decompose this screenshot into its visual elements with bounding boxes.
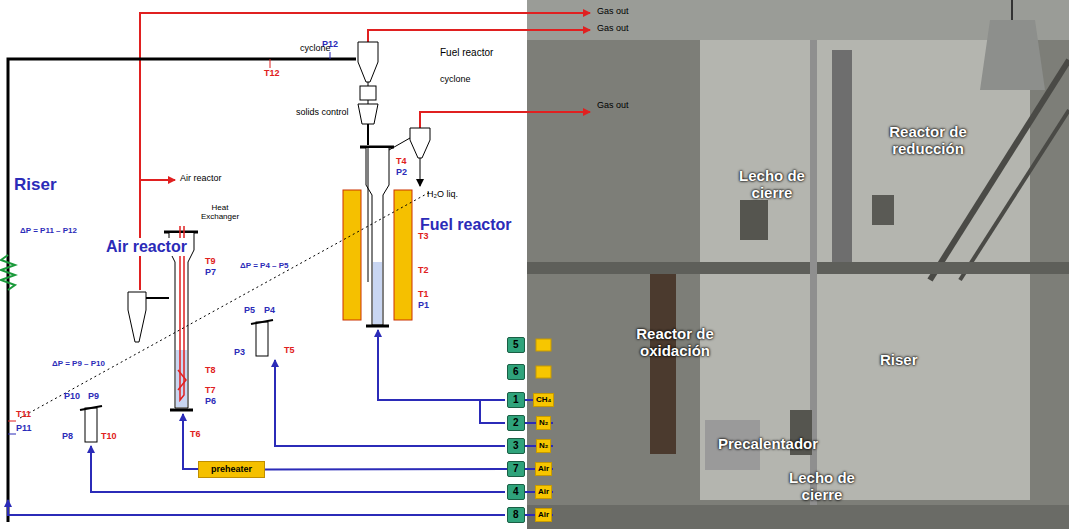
- supply-line: [265, 468, 507, 471]
- flow-controller: 8: [507, 507, 525, 523]
- node-text: 2: [513, 417, 519, 429]
- temperature-tag: T11: [16, 410, 31, 420]
- part-name: cyclone: [440, 75, 471, 85]
- node-text: 8: [513, 509, 519, 521]
- node-text: CH₄: [536, 395, 551, 405]
- pressure-tag: ΔP = P9 – P10: [52, 360, 105, 369]
- photo-label: Precalentador: [718, 436, 818, 453]
- gas-box: N₂: [536, 416, 551, 430]
- photo-label: Lecho de cierre: [780, 470, 864, 503]
- pressure-tag: P9: [88, 392, 99, 402]
- gas-box: CH₄: [533, 393, 554, 407]
- part-name: Air reactor: [180, 174, 222, 184]
- pressure-tag: P4: [264, 306, 275, 316]
- preheater-box: preheater: [198, 461, 265, 478]
- photo-label: Reactor de reducción: [868, 124, 988, 157]
- pressure-tag: P5: [244, 306, 255, 316]
- flow-controller: 1: [507, 392, 525, 408]
- flow-controller: 2: [507, 415, 525, 431]
- node-text: preheater: [211, 464, 252, 475]
- pressure-tag: P1: [418, 301, 429, 311]
- node-text: N₂: [539, 441, 548, 451]
- pressure-tag: P2: [396, 168, 407, 178]
- section-title: Riser: [14, 176, 57, 195]
- photo-label: Lecho de cierre: [730, 168, 814, 201]
- flow-controller: 3: [507, 438, 525, 454]
- pressure-tag: P8: [62, 432, 73, 442]
- pressure-tag: P7: [205, 268, 216, 278]
- temperature-tag: T1: [418, 290, 429, 300]
- part-name: Fuel reactor: [440, 47, 493, 58]
- node-text: 6: [513, 366, 519, 378]
- node-text: 7: [513, 463, 519, 475]
- section-title: Air reactor: [104, 238, 189, 256]
- node-text: Air: [538, 464, 549, 474]
- temperature-tag: T9: [205, 257, 216, 267]
- gas-outlet-label: Gas out: [597, 24, 629, 34]
- pressure-tag: ΔP = P4 – P5: [240, 262, 289, 271]
- node-text: 4: [513, 486, 519, 498]
- temperature-tag: T8: [205, 366, 216, 376]
- temperature-tag: T3: [418, 232, 429, 242]
- part-name: solids control: [296, 108, 349, 118]
- gas-box: Air: [535, 485, 552, 499]
- gas-outlet-label: Gas out: [597, 7, 629, 17]
- sensor-tag: T12: [264, 69, 280, 79]
- gas-outlet-label: Gas out: [597, 101, 629, 111]
- flow-controller: 4: [507, 484, 525, 500]
- label: H₂O liq.: [427, 190, 458, 200]
- photo-label: Reactor de oxidación: [620, 326, 730, 359]
- temperature-tag: T5: [284, 346, 295, 356]
- temperature-tag: T2: [418, 266, 429, 276]
- part-name: Heat Exchanger: [196, 204, 244, 222]
- section-title: Fuel reactor: [420, 216, 512, 234]
- node-text: N₂: [539, 418, 548, 428]
- node-text: 3: [513, 440, 519, 452]
- pressure-tag: P11: [16, 424, 32, 434]
- flow-controller: 6: [507, 364, 525, 380]
- photo-label: Riser: [880, 352, 918, 369]
- temperature-tag: T7: [205, 386, 216, 396]
- gas-box: Air: [535, 462, 552, 476]
- gas-box: N₂: [536, 439, 551, 453]
- pressure-tag: P3: [234, 348, 245, 358]
- node-text: 1: [513, 394, 519, 406]
- node-text: 5: [513, 339, 519, 351]
- part-name: cyclone: [300, 44, 331, 54]
- flow-controller: 7: [507, 461, 525, 477]
- pressure-tag: P10: [64, 392, 80, 402]
- pressure-drop-note: ΔP = P11 – P12: [20, 227, 77, 236]
- flow-controller: 5: [507, 337, 525, 353]
- gas-box: Air: [535, 508, 552, 522]
- temperature-tag: T10: [101, 432, 117, 442]
- pressure-tag: P6: [205, 397, 216, 407]
- temperature-tag: T6: [190, 430, 201, 440]
- temperature-tag: T4: [396, 157, 407, 167]
- node-text: Air: [538, 510, 549, 520]
- node-text: Air: [538, 487, 549, 497]
